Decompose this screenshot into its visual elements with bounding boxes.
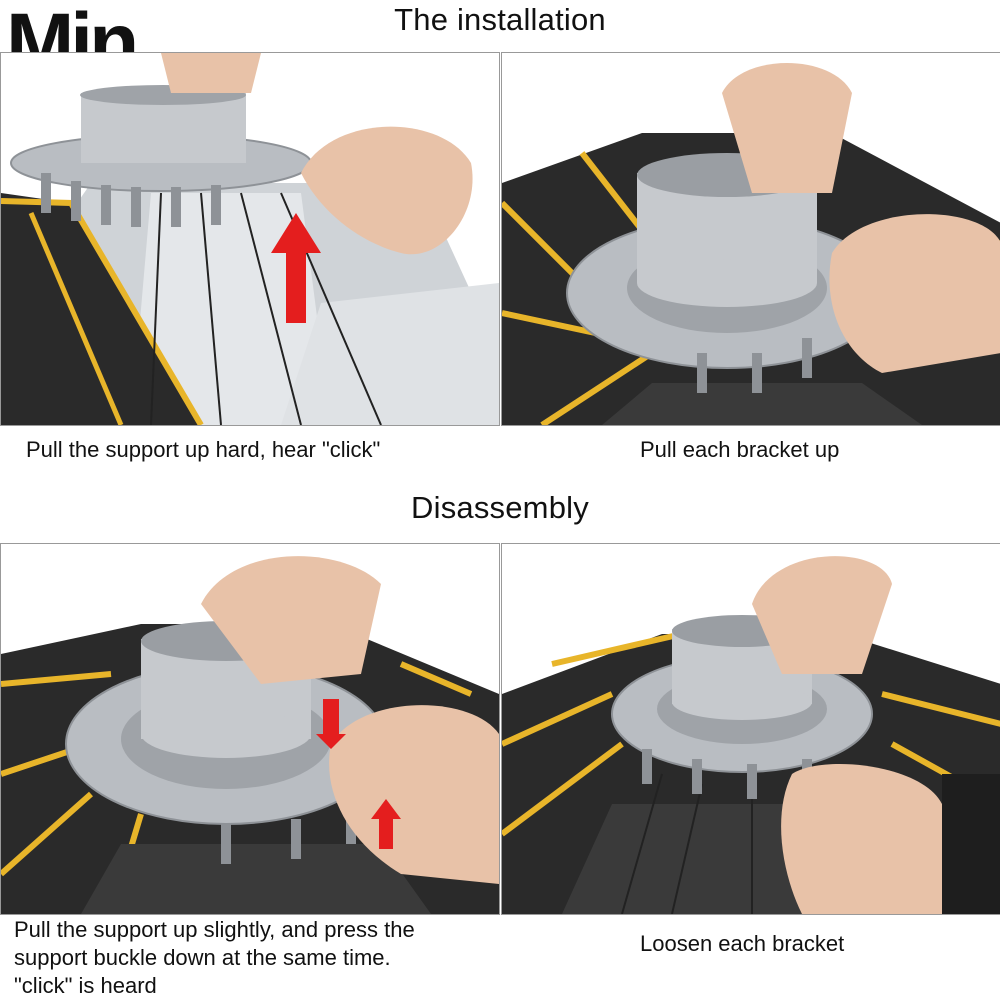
arrow-down: [316, 699, 346, 749]
caption-line-2: support buckle down at the same time.: [14, 945, 391, 970]
installation-heading: The installation: [394, 2, 606, 37]
softbox-illustration-4: [502, 544, 1000, 914]
caption-loosen-bracket: Loosen each bracket: [640, 931, 845, 956]
photo-press-support-buckle: [0, 543, 500, 915]
caption-press-buckle: Pull the support up slightly, and press …: [14, 916, 415, 1000]
caption-line-3: "click" is heard: [14, 973, 157, 998]
caption-pull-support: Pull the support up hard, hear "click": [26, 437, 381, 462]
arrow-up: [371, 799, 401, 849]
softbox-illustration-2: [502, 53, 1000, 425]
caption-line-1: Pull the support up slightly, and press …: [14, 917, 415, 942]
photo-pull-support-up: [0, 52, 500, 426]
disassembly-heading: Disassembly: [411, 490, 589, 525]
softbox-illustration-1: [1, 53, 499, 425]
softbox-illustration-3: [1, 544, 499, 914]
photo-loosen-each-bracket: [501, 543, 1000, 915]
photo-pull-each-bracket: [501, 52, 1000, 426]
caption-pull-bracket: Pull each bracket up: [640, 437, 840, 462]
